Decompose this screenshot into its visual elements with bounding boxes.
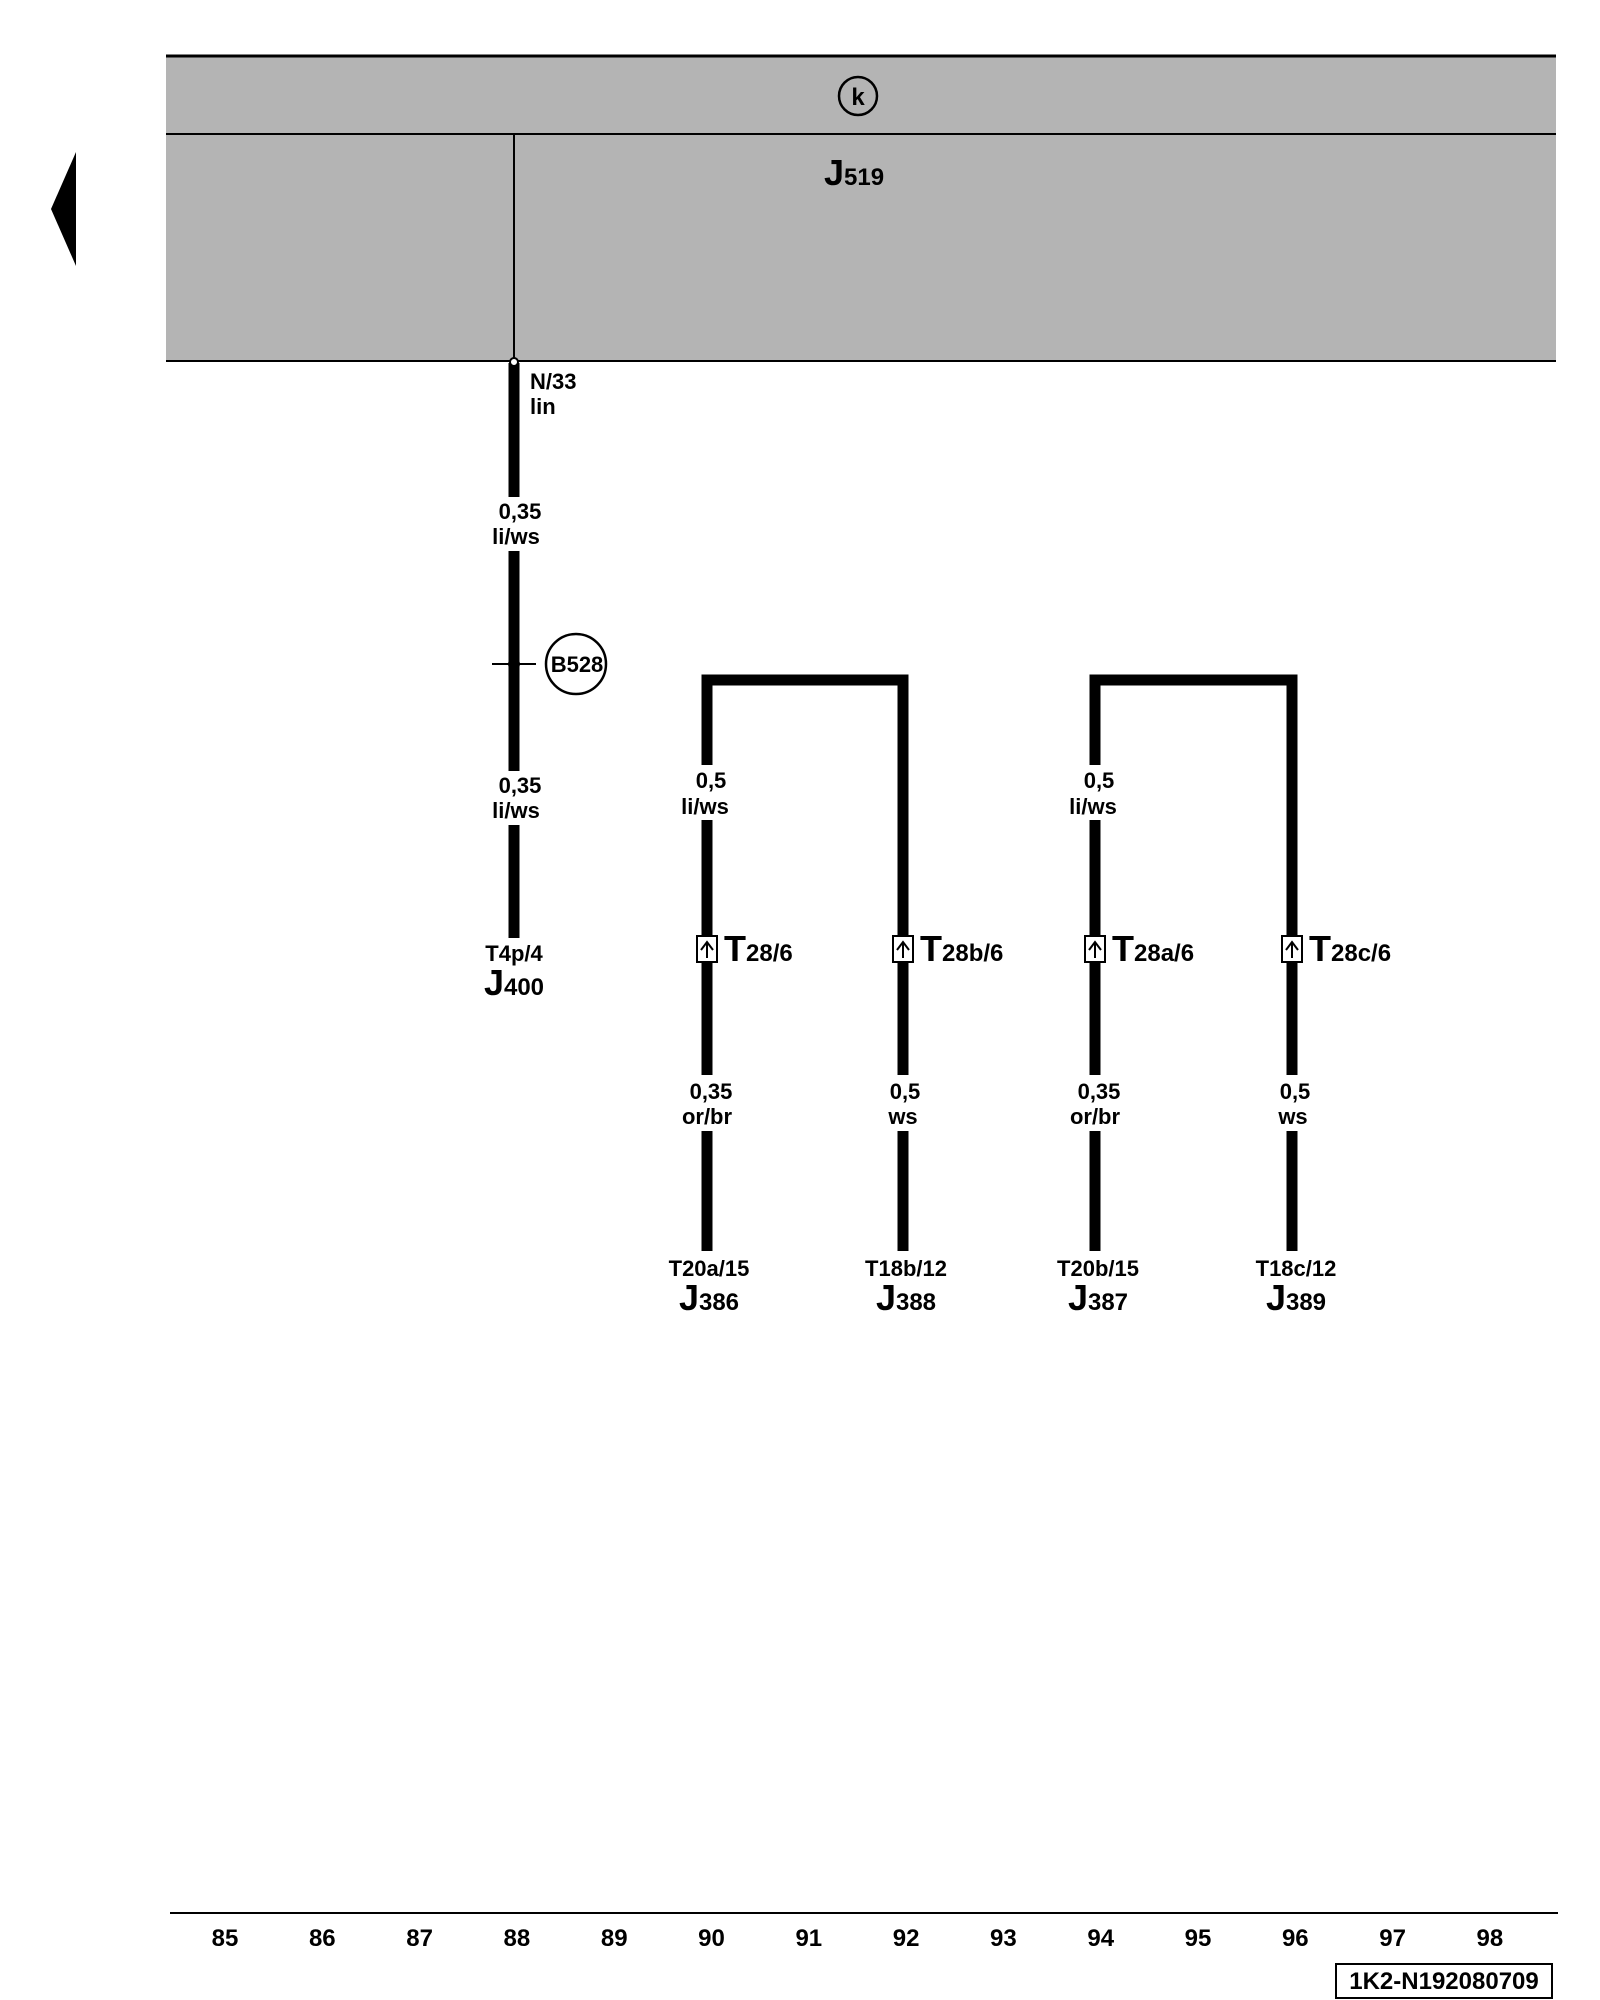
end-unit-label: J400 bbox=[484, 962, 544, 1003]
pin-label: N/33 bbox=[530, 369, 576, 394]
terminal-k-symbol-icon bbox=[837, 75, 879, 117]
column-number: 86 bbox=[309, 1925, 336, 1952]
wire-gauge-label: 0,35 bbox=[1078, 1079, 1121, 1104]
terminal-k-symbol-label: k bbox=[851, 84, 865, 111]
bus-label: lin bbox=[530, 394, 556, 419]
column-numbers: 85 86 87 88 89 90 91 92 93 94 95 96 97 98 bbox=[212, 1925, 1504, 1952]
end-unit-label: J389 bbox=[1266, 1277, 1326, 1318]
wire-gauge-label: 0,35 bbox=[499, 499, 542, 524]
column-number: 97 bbox=[1379, 1925, 1406, 1952]
wire-color-label: li/ws bbox=[681, 794, 729, 819]
column-number: 88 bbox=[504, 1925, 531, 1952]
end-pin-label: T20b/15 bbox=[1057, 1256, 1139, 1281]
wire-gauge-label: 0,35 bbox=[690, 1079, 733, 1104]
wire-gauge-label: 0,5 bbox=[1084, 768, 1115, 793]
wire-color-label: li/ws bbox=[1069, 794, 1117, 819]
wire-color-label: ws bbox=[887, 1104, 917, 1129]
wire-gauge-label: 0,5 bbox=[890, 1079, 921, 1104]
wire-gauge-label: 0,5 bbox=[1280, 1079, 1311, 1104]
pin-terminal-icon bbox=[509, 357, 519, 367]
end-pin-label: T18b/12 bbox=[865, 1256, 947, 1281]
wire-gauge-label: 0,5 bbox=[696, 768, 727, 793]
splice-b528-icon bbox=[544, 632, 608, 696]
end-unit-label: J388 bbox=[876, 1277, 936, 1318]
branch-wire-j389: T28c/6 0,5 ws T18c/12 J389 bbox=[1256, 928, 1391, 1318]
column-number: 96 bbox=[1282, 1925, 1309, 1952]
branch-wire-j386: T28/6 0,35 or/br T20a/15 J386 bbox=[669, 928, 793, 1318]
column-number: 92 bbox=[893, 1925, 920, 1952]
wire-color-label: li/ws bbox=[492, 524, 540, 549]
splice-dot-icon bbox=[508, 658, 520, 670]
wire-gauge-label: 0,35 bbox=[499, 773, 542, 798]
column-number: 89 bbox=[601, 1925, 628, 1952]
connector-label: T28a/6 bbox=[1112, 928, 1194, 969]
splice-label: B528 bbox=[551, 652, 604, 677]
column-number: 93 bbox=[990, 1925, 1017, 1952]
column-number: 90 bbox=[698, 1925, 725, 1952]
main-lin-wire: N/33 lin 0,35 li/ws B528 0,35 li/ws T4p/… bbox=[484, 357, 608, 1003]
reference-code: 1K2-N192080709 bbox=[1349, 1968, 1538, 1995]
branch-loop-left: 0,5 li/ws bbox=[681, 674, 909, 1251]
previous-page-arrow-icon[interactable] bbox=[51, 152, 76, 266]
control-unit-label: J519 bbox=[824, 152, 884, 193]
connector-label: T28/6 bbox=[724, 928, 793, 969]
control-unit-j519-panel: k J519 bbox=[166, 54, 1556, 362]
reference-code-box bbox=[1335, 1963, 1553, 1999]
branch-wire-j387: T28a/6 0,35 or/br T20b/15 J387 bbox=[1057, 928, 1194, 1318]
column-number: 98 bbox=[1477, 1925, 1504, 1952]
branch-wire-j388: T28b/6 0,5 ws T18b/12 J388 bbox=[865, 928, 1003, 1318]
column-number: 85 bbox=[212, 1925, 239, 1952]
column-number: 91 bbox=[795, 1925, 822, 1952]
wire-color-label: ws bbox=[1277, 1104, 1307, 1129]
column-number: 95 bbox=[1185, 1925, 1212, 1952]
end-pin-label: T20a/15 bbox=[669, 1256, 750, 1281]
branch-loop-right: 0,5 li/ws bbox=[1069, 674, 1298, 1251]
end-pin-label: T4p/4 bbox=[485, 941, 543, 966]
wire-color-label: or/br bbox=[682, 1104, 733, 1129]
end-unit-label: J387 bbox=[1068, 1277, 1128, 1318]
end-pin-label: T18c/12 bbox=[1256, 1256, 1337, 1281]
connector-label: T28c/6 bbox=[1309, 928, 1391, 969]
connector-label: T28b/6 bbox=[920, 928, 1003, 969]
wire-color-label: li/ws bbox=[492, 798, 540, 823]
wire-color-label: or/br bbox=[1070, 1104, 1121, 1129]
column-number: 87 bbox=[406, 1925, 433, 1952]
end-unit-label: J386 bbox=[679, 1277, 739, 1318]
column-number: 94 bbox=[1087, 1925, 1114, 1952]
